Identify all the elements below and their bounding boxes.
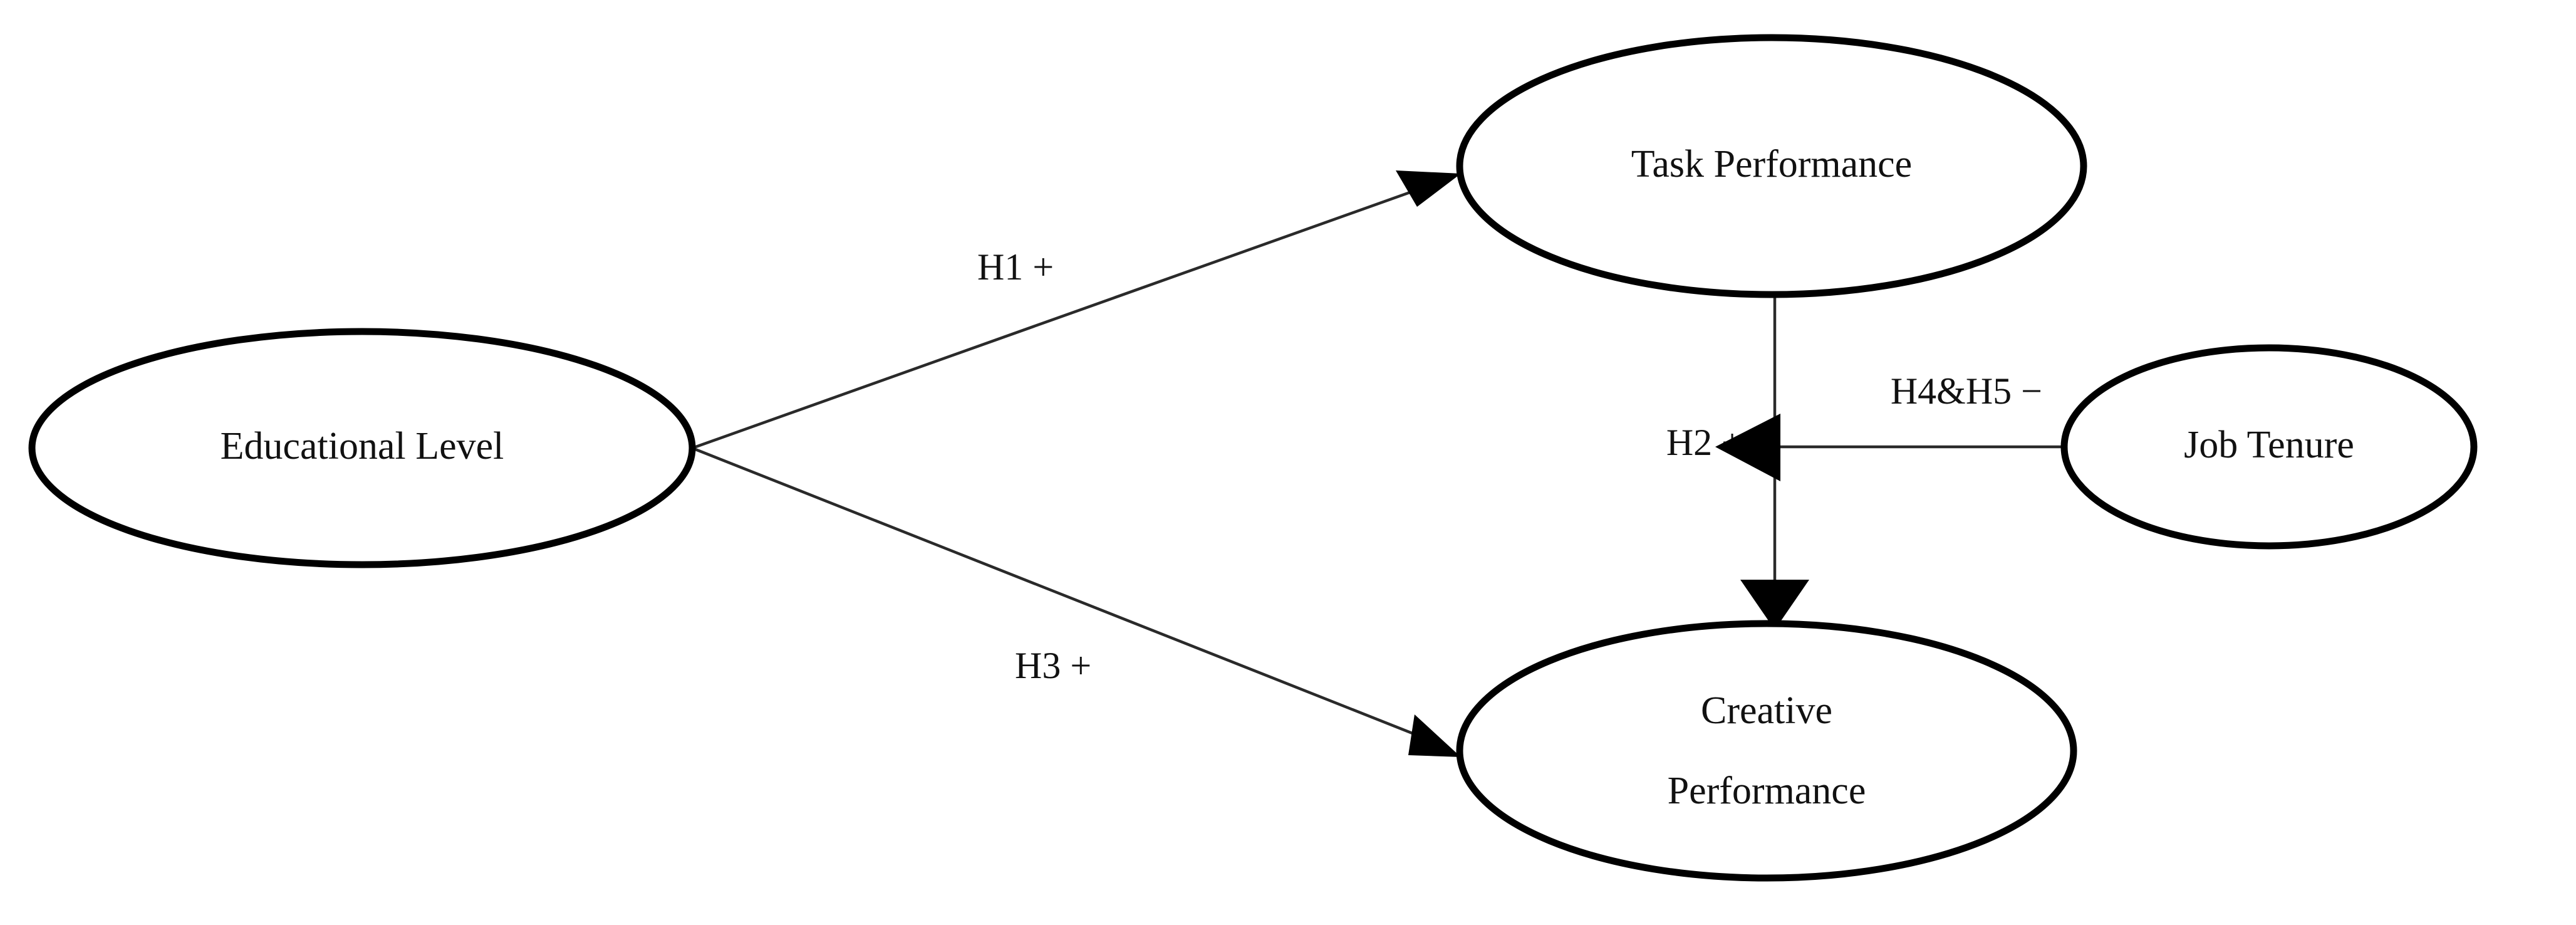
node-job-tenure-shape xyxy=(2060,344,2478,550)
node-job-tenure[interactable]: Job Tenure xyxy=(2060,344,2478,550)
node-educational-level-label: Educational Level xyxy=(221,425,504,468)
node-job-tenure-label: Job Tenure xyxy=(2184,424,2354,466)
edge-h3-arrowhead xyxy=(1408,714,1461,757)
node-creative-performance-label-line2: Performance xyxy=(1668,770,1866,812)
edge-h3-label: H3 + xyxy=(1015,645,1091,686)
edge-h4h5-label: H4&H5 − xyxy=(1891,370,2042,412)
edge-h1[interactable]: H1 + xyxy=(692,170,1461,450)
edge-h2[interactable]: H2 + xyxy=(1666,293,1809,630)
edge-h1-line xyxy=(692,175,1453,450)
edge-h3[interactable]: H3 + xyxy=(692,446,1461,757)
edge-h4h5[interactable]: H4&H5 − xyxy=(1715,370,2065,481)
edge-h4h5-arrowhead xyxy=(1715,414,1780,481)
node-task-performance-shape xyxy=(1456,34,2087,298)
node-educational-level[interactable]: Educational Level xyxy=(28,328,696,568)
node-creative-performance-shape xyxy=(1456,620,2077,882)
edge-h2-arrowhead xyxy=(1740,580,1809,630)
edge-h1-label: H1 + xyxy=(977,246,1054,288)
edge-h3-line xyxy=(692,446,1448,749)
node-educational-level-shape xyxy=(28,328,696,568)
node-creative-performance-label-line1: Creative xyxy=(1701,689,1832,732)
node-creative-performance[interactable]: Creative Performance xyxy=(1456,620,2077,882)
node-task-performance-label: Task Performance xyxy=(1631,143,1912,186)
node-task-performance[interactable]: Task Performance xyxy=(1456,34,2087,298)
edge-h1-arrowhead xyxy=(1396,170,1461,207)
